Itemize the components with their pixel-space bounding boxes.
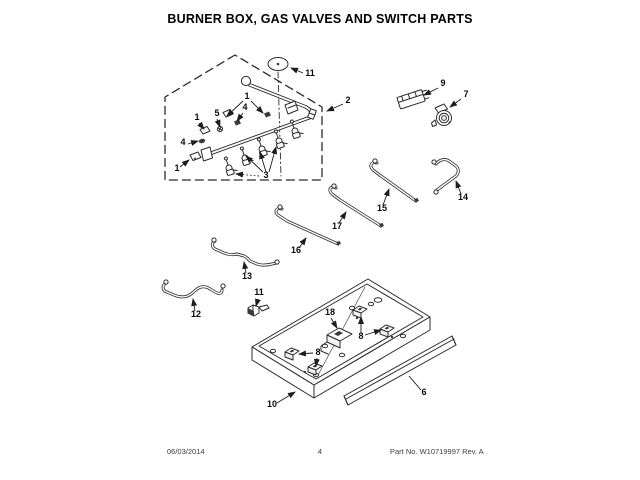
mounting-bracket-8 [284, 347, 300, 361]
pipe-elbow-fitting [307, 108, 317, 120]
callout-9: 9 [440, 78, 445, 88]
callout-11: 11 [305, 68, 315, 78]
leader-lines [179, 67, 462, 404]
gas-tube-13 [210, 237, 280, 267]
callout-7: 7 [463, 89, 468, 99]
footer-page-number: 4 [317, 447, 323, 456]
manifold-pipe [200, 75, 317, 162]
callout-4: 4 [242, 102, 247, 112]
callout-18: 18 [325, 307, 335, 317]
callout-15: 15 [377, 203, 387, 213]
front-rail [343, 335, 457, 406]
footer-part-number: Part No. W10719997 Rev. A [390, 447, 484, 456]
callout-1: 1 [174, 163, 179, 173]
spark-module [396, 89, 430, 110]
gas-tube-17 [328, 183, 384, 228]
bracket-18 [320, 327, 353, 355]
callout-4: 4 [180, 137, 185, 147]
callout-13: 13 [242, 271, 252, 281]
page-title: BURNER BOX, GAS VALVES AND SWITCH PARTS [167, 12, 473, 26]
grommet-part [267, 57, 289, 177]
bracket-part-1 [189, 151, 202, 161]
manifold-end-flange [200, 146, 213, 162]
callout-10: 10 [267, 399, 277, 409]
callout-1: 1 [244, 91, 249, 101]
gas-tube-16 [274, 204, 341, 246]
pipe-bracket [284, 100, 299, 115]
nut-part-4 [198, 138, 206, 144]
callout-14: 14 [458, 192, 468, 202]
footer-date: 06/03/2014 [167, 447, 205, 456]
callout-6: 6 [421, 387, 426, 397]
mounting-bracket-8 [379, 324, 395, 338]
callout-17: 17 [332, 221, 342, 231]
callout-2: 2 [345, 95, 350, 105]
gas-valves [223, 119, 304, 176]
callout-11: 11 [254, 287, 264, 297]
callout-8: 8 [315, 347, 320, 357]
bracket-part-1 [222, 109, 234, 118]
nut-part-4 [264, 111, 271, 118]
callout-1: 1 [194, 112, 199, 122]
clip-11 [247, 304, 270, 317]
callout-8: 8 [358, 331, 363, 341]
manifold-assembly-boundary [164, 54, 323, 181]
gas-tube-12 [161, 279, 226, 299]
callout-5: 5 [214, 108, 219, 118]
gas-tube-15 [369, 158, 419, 203]
igniter-switch [431, 103, 452, 127]
callout-12: 12 [191, 309, 201, 319]
bracket-part-1 [199, 126, 211, 135]
callout-16: 16 [291, 245, 301, 255]
gas-tube-14 [431, 158, 460, 195]
callout-3: 3 [263, 170, 268, 180]
